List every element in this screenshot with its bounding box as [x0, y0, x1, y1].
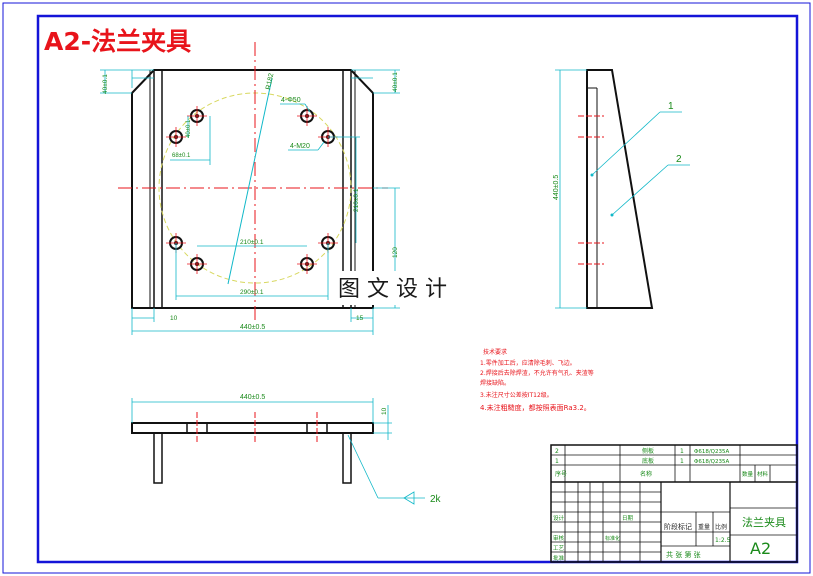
callout-2: 2 [676, 154, 682, 165]
tb-part-qty: 1 [680, 458, 684, 465]
tb-label-process: 工艺 [553, 545, 565, 552]
dim-right-low: 120 [392, 247, 399, 258]
notes-line: 4.未注粗糙度，都按照表面Ra3.2。 [480, 403, 591, 412]
tb-label-stage: 阶段标记 [664, 522, 692, 531]
dim-right-gap: 15 [356, 315, 364, 322]
bottom-leg-right [342, 432, 352, 484]
left-side-plate [153, 69, 163, 309]
tb-part-qty: 1 [680, 448, 684, 455]
dim-outer-h: 290±0.1 [240, 289, 264, 296]
label-holes-a: 4-Φ50 [281, 97, 301, 104]
hole [297, 254, 317, 274]
notes-line: 焊接缺陷。 [480, 379, 510, 387]
dim-bottom-width: 440±0.5 [240, 394, 265, 401]
title-block-frame [550, 444, 798, 563]
tb-part-name: 底板 [642, 457, 654, 465]
tb-part-material: Φ618/Q235A [694, 459, 730, 465]
dim-hole-v: 40±0.1 [186, 119, 192, 138]
notes-heading: 技术要求 [483, 348, 507, 356]
bottom-plate [131, 422, 374, 434]
notes-line: 3.未注尺寸公差按IT12级。 [480, 391, 553, 399]
tb-label-weight: 重量 [698, 523, 710, 531]
callout-leader-2 [611, 164, 669, 216]
tb-header: 序号 [555, 470, 567, 478]
dim-inner-h: 210±0.1 [240, 239, 264, 246]
hole [187, 254, 207, 274]
dim-side-height: 440±0.5 [553, 175, 560, 200]
technical-notes: 技术要求 1.零件加工后，应清除毛刺、飞边。 2.焊接后去除焊渣，不允许有气孔、… [480, 348, 594, 412]
tb-drawing-code: A2 [750, 539, 771, 558]
dim-bottom-thickness: 10 [381, 407, 388, 415]
tb-part-material: Φ618/Q235A [694, 449, 730, 455]
drawing-title: A2-法兰夹具 [44, 27, 191, 56]
side-view: 440±0.5 1 2 [553, 69, 690, 309]
notes-line: 2.焊接后去除焊渣，不允许有气孔、夹渣等 [480, 369, 594, 377]
hole [166, 127, 186, 147]
tb-label-check: 审核 [553, 534, 565, 542]
callout-leader-1 [591, 111, 661, 176]
dim-left-gap: 10 [170, 315, 178, 322]
tb-label-standard: 标准化 [605, 535, 620, 542]
sheet-frame [36, 14, 799, 564]
leader-holes-a [304, 103, 311, 113]
dim-hole-h: 68±0.1 [172, 153, 191, 159]
tb-label-design: 设计 [553, 514, 565, 522]
tb-part-name: 侧板 [642, 447, 654, 455]
tb-label-scale: 比例 [715, 523, 727, 531]
notes-line: 1.零件加工后，应清除毛刺、飞边。 [480, 359, 576, 367]
dim-radius: R182 [265, 72, 275, 90]
watermark-text: 图 文 设 计 [338, 277, 447, 302]
watermark-backing [334, 271, 484, 305]
radius-leader [227, 77, 273, 285]
callout-dot [610, 213, 614, 217]
dim-right-v: 210±0.1 [353, 188, 360, 212]
leader-holes-b [317, 141, 325, 151]
bottom-leg-left [153, 432, 163, 484]
tb-label-approve: 批准 [553, 554, 565, 562]
tb-part-no: 2 [555, 448, 559, 455]
title-block [550, 444, 798, 563]
tb-header: 名称 [640, 470, 652, 478]
callout-1: 1 [668, 101, 674, 112]
label-holes-b: 4-M20 [290, 143, 310, 150]
tb-header: 数量 [742, 470, 754, 478]
tb-part-no: 1 [555, 458, 559, 465]
dim-top-left: 40±0.1 [102, 74, 109, 94]
dim-total-width: 440±0.5 [240, 324, 265, 331]
side-outline [586, 69, 654, 309]
tb-header: 材料 [757, 470, 769, 478]
tb-label-date: 日期 [622, 515, 634, 522]
weld-leader [347, 434, 379, 499]
title-block-text: 2 侧板 1 Φ618/Q235A 1 底板 1 Φ618/Q235A 序号 名… [553, 447, 786, 562]
hole [297, 106, 317, 126]
weld-symbol-label: 2k [430, 494, 442, 505]
tb-scale-value: 1:2.5 [715, 537, 731, 544]
weld-triangle-icon [403, 491, 415, 505]
hole [187, 106, 207, 126]
tb-sheet-count: 共 张 第 张 [666, 550, 701, 559]
dim-top-right: 40±0.1 [392, 72, 399, 92]
bottom-view: 440±0.5 10 2k [131, 394, 442, 505]
callout-dot [590, 173, 594, 177]
tb-drawing-name: 法兰夹具 [742, 515, 786, 529]
